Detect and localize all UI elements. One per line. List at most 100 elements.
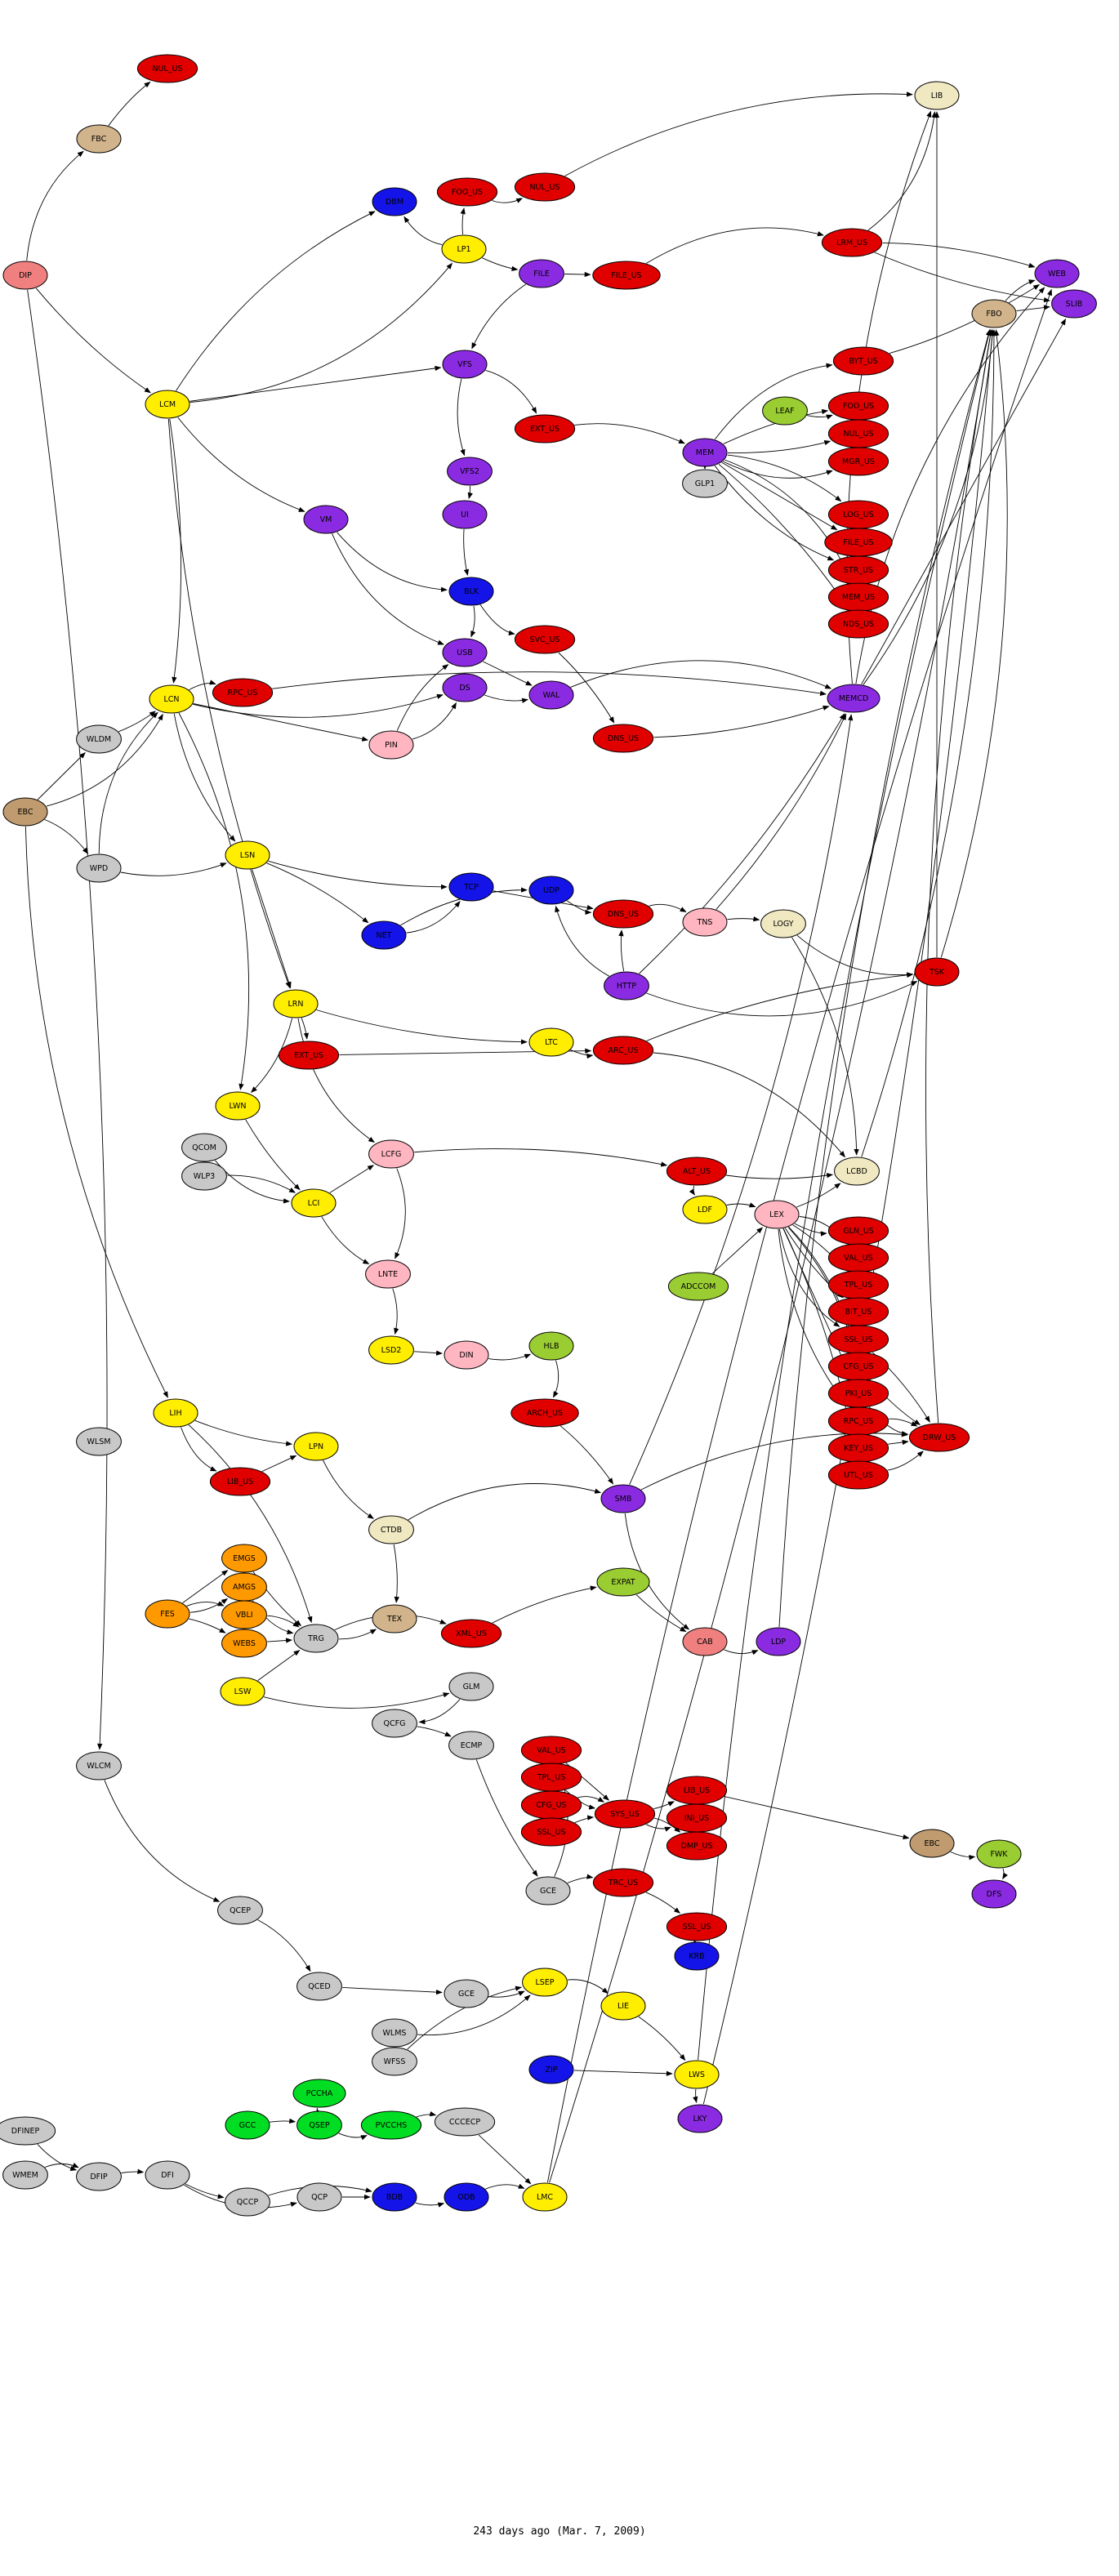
graph-caption: 243 days ago (Mar. 7, 2009) [473, 2525, 646, 2538]
graph-edge [778, 1228, 840, 1327]
graph-edge [649, 903, 687, 912]
graph-node: LNTE [365, 1259, 411, 1289]
graph-node: LKY [677, 2104, 723, 2133]
graph-node-ellipse [528, 680, 574, 710]
graph-node-ellipse [442, 673, 488, 702]
graph-node: LPN [293, 1432, 339, 1461]
graph-node-ellipse [971, 299, 1017, 328]
graph-edge [270, 2118, 296, 2124]
graph-node-ellipse [361, 920, 407, 950]
graph-node-ellipse [682, 469, 728, 498]
graph-edge [646, 981, 918, 1017]
graph-node-ellipse [368, 1139, 414, 1169]
graph-edge [267, 1615, 300, 1628]
graph-edge [484, 694, 528, 703]
graph-edge [118, 711, 156, 733]
graph-node-ellipse [520, 1763, 582, 1792]
graph-node-ellipse [514, 172, 576, 202]
graph-node-ellipse [592, 899, 654, 929]
graph-edge [653, 1801, 675, 1810]
graph-edge [406, 900, 461, 934]
graph-node: DIP [2, 261, 48, 290]
graph-node-ellipse [436, 177, 498, 207]
graph-edge [414, 1350, 443, 1356]
graph-edge [408, 1483, 602, 1521]
graph-node: CFG_US [827, 1352, 889, 1381]
graph-edge [564, 91, 913, 176]
graph-edge [182, 1570, 229, 1603]
graph-edge [721, 461, 838, 530]
graph-edge [645, 227, 824, 264]
graph-node: VAL_US [520, 1736, 582, 1765]
graph-node-ellipse [674, 2060, 720, 2089]
graph-node: WPD [76, 853, 122, 883]
graph-edge [35, 287, 151, 394]
graph-edge [796, 934, 914, 978]
graph-edge [108, 81, 151, 127]
graph-node: ALT_US [666, 1157, 728, 1186]
graph-node-ellipse [827, 1460, 889, 1490]
graph-node-ellipse [221, 1600, 267, 1629]
graph-node: UDP [528, 876, 574, 905]
graph-node-ellipse [600, 1991, 646, 2021]
graph-edge [463, 528, 469, 576]
graph-edge [44, 2163, 79, 2168]
graph-node-ellipse [296, 2182, 342, 2212]
graph-node: NUL_US [514, 172, 576, 202]
graph-node: MGR_US [827, 447, 889, 476]
graph-node: VBLI [221, 1600, 267, 1629]
graph-node-ellipse [1034, 259, 1080, 288]
graph-node-ellipse [594, 1799, 656, 1829]
graph-edge [635, 1594, 687, 1632]
graph-node: VAL_US [827, 1243, 889, 1272]
graph-node: TCP [448, 872, 494, 902]
graph-edge [549, 329, 993, 2183]
graph-edge [488, 1353, 532, 1361]
graph-edge [653, 705, 830, 738]
graph-node-ellipse [372, 2018, 417, 2048]
graph-edge [646, 972, 914, 1041]
graph-edge [414, 1148, 668, 1167]
graph-edge [492, 198, 524, 203]
graph-node: EXPAT [596, 1567, 650, 1597]
graph-edge [867, 111, 937, 231]
graph-edge [396, 664, 449, 731]
graph-node-ellipse [448, 577, 494, 606]
graph-edge [478, 2134, 532, 2185]
graph-node-ellipse [914, 81, 960, 110]
graph-node-ellipse [682, 907, 728, 937]
graph-edge [618, 929, 625, 972]
graph-node-ellipse [2, 261, 48, 290]
graph-node-ellipse [2, 2160, 48, 2190]
graph-edge [639, 713, 845, 974]
graph-node-ellipse [76, 2162, 122, 2191]
graph-node-ellipse [434, 2107, 496, 2137]
graph-node: TRG [293, 1624, 339, 1653]
graph-node-ellipse [827, 609, 889, 639]
graph-edge [560, 1425, 614, 1485]
graph-edge [329, 1165, 374, 1193]
graph-edge [251, 1018, 293, 1094]
graph-edge [724, 1649, 759, 1656]
graph-edge [245, 1119, 301, 1191]
graph-edge [564, 271, 591, 278]
graph-node: PIN [368, 730, 414, 760]
graph-edge [301, 1018, 310, 1040]
graph-node: LMC [522, 2182, 568, 2212]
graph-node: TEX [372, 1604, 417, 1633]
graph-node-ellipse [303, 505, 349, 534]
graph-node-ellipse [442, 638, 488, 667]
graph-edge [796, 1183, 841, 1208]
graph-edge [169, 418, 182, 684]
graph-node-ellipse [273, 989, 319, 1018]
graph-node-ellipse [76, 1427, 122, 1456]
graph-node: MEM_US [827, 582, 889, 612]
graph-node: DFI [145, 2160, 190, 2190]
graph-node: LOGY [760, 909, 806, 938]
graph-node: NUL_US [136, 54, 198, 83]
graph-node-ellipse [220, 1677, 265, 1706]
graph-node: DS [442, 673, 488, 702]
graph-node: SSL_US [666, 1912, 728, 1941]
